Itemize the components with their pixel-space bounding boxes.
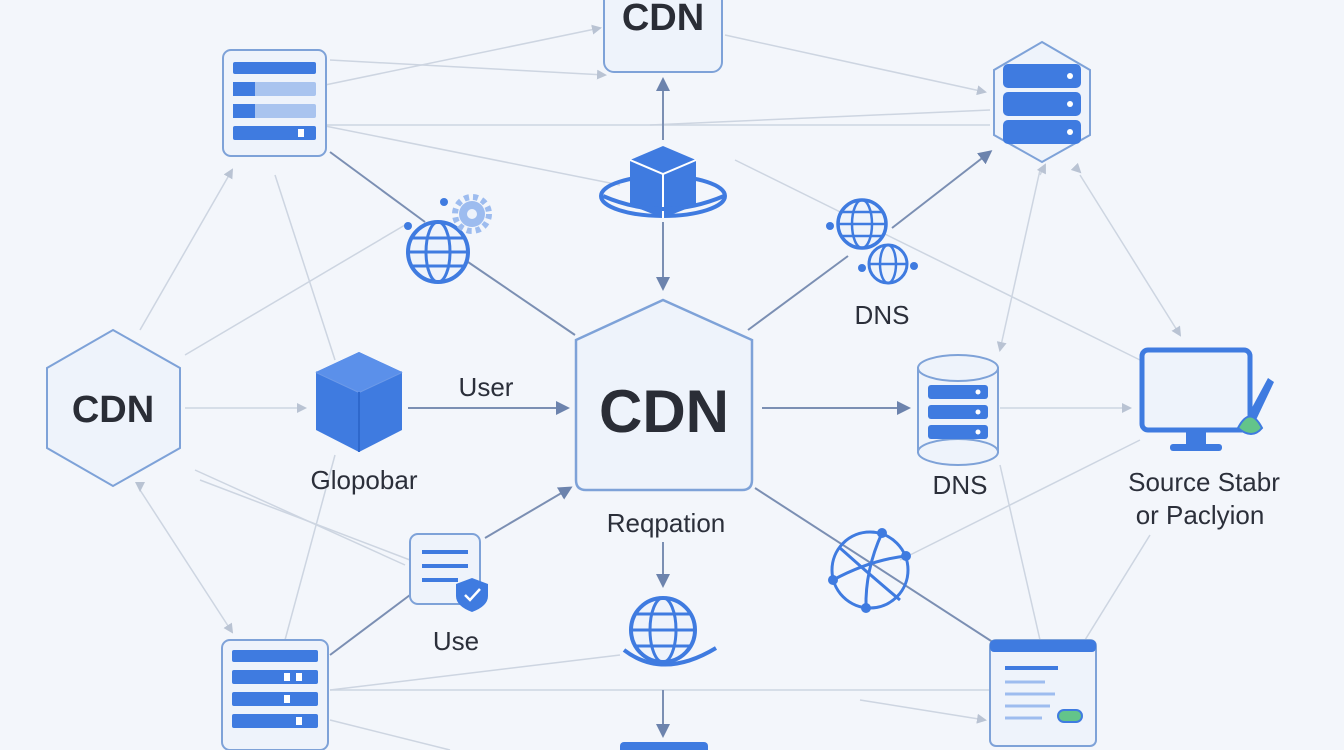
cdn-top-node: CDN xyxy=(603,0,723,73)
monitor-icon xyxy=(1139,347,1274,451)
cube-orbit-icon xyxy=(599,146,727,218)
cdn-top-label: CDN xyxy=(622,0,704,39)
bottom-partial-node xyxy=(620,742,708,750)
network-node-icon xyxy=(828,528,911,613)
server-panel-top-left xyxy=(222,49,327,157)
server-panel-bottom-left xyxy=(221,639,329,750)
globobar-cube-icon xyxy=(315,352,403,452)
background-edges xyxy=(135,24,1182,750)
globe-orbit-icon xyxy=(622,596,718,667)
dns-mid-label: DNS xyxy=(933,470,988,500)
globobar-label: Glopobar xyxy=(311,465,418,495)
cdn-left-node: CDN xyxy=(46,328,181,488)
cdn-left-label: CDN xyxy=(72,389,154,431)
app-window-icon xyxy=(989,639,1097,747)
cdn-center-node: CDN xyxy=(574,298,754,492)
use-label: Use xyxy=(433,626,479,656)
user-label: User xyxy=(459,372,514,402)
database-stack-icon xyxy=(993,40,1091,164)
cdn-center-label: CDN xyxy=(599,378,729,445)
globe-network-icon xyxy=(826,198,918,285)
document-check-icon xyxy=(409,533,488,612)
reqpation-label: Reqpation xyxy=(607,508,726,538)
dns-upper-label: DNS xyxy=(855,300,910,330)
dns-database-icon xyxy=(917,354,999,466)
flow-edges xyxy=(329,77,1006,738)
source-label-line1: Source Stabr xyxy=(1128,467,1280,497)
globe-gear-icon xyxy=(404,194,492,284)
source-label-line2: or Paclyion xyxy=(1136,500,1265,530)
